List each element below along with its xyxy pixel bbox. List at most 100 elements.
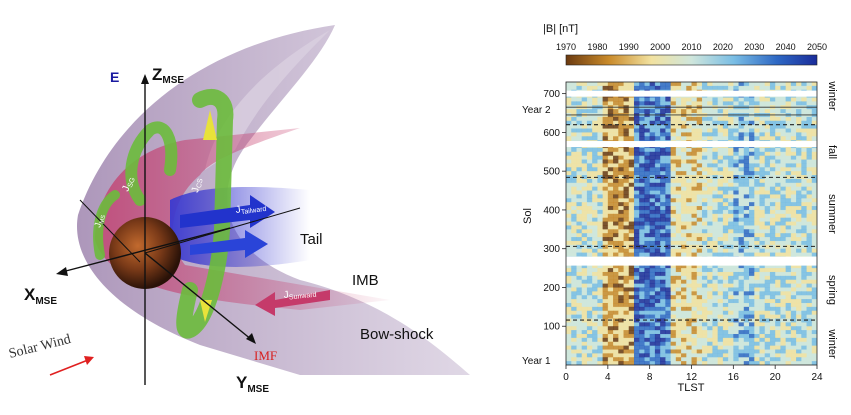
heatmap-cell [628, 248, 635, 253]
heatmap-cell [649, 206, 656, 211]
heatmap-cell [712, 128, 719, 133]
heatmap-cell [654, 349, 661, 354]
heatmap-cell [581, 221, 588, 226]
heatmap-cell [696, 217, 703, 222]
heatmap-cell [801, 217, 807, 222]
heatmap-cell [691, 101, 698, 106]
heatmap-cell [775, 229, 781, 234]
heatmap-cell [675, 198, 682, 203]
heatmap-cell [801, 82, 807, 87]
heatmap-cell [754, 101, 760, 106]
heatmap-cell [633, 264, 640, 269]
heatmap-cell [586, 213, 593, 219]
heatmap-cell [691, 147, 698, 153]
heatmap-cell [712, 132, 719, 137]
heatmap-cell [566, 268, 572, 273]
heatmap-cell [602, 97, 609, 102]
heatmap-cell [618, 345, 624, 350]
heatmap-cell [691, 128, 698, 133]
heatmap-cell [681, 244, 687, 250]
heatmap-cell [644, 124, 651, 129]
heatmap-cell [623, 155, 630, 160]
heatmap-cell [623, 97, 630, 102]
heatmap-cell [592, 85, 598, 91]
heatmap-cell [696, 322, 703, 327]
heatmap-cell [717, 322, 724, 327]
heatmap-cell [623, 209, 630, 215]
heatmap-cell [811, 233, 817, 238]
heatmap-cell [743, 202, 750, 207]
heatmap-cell [785, 82, 792, 87]
heatmap-cell [754, 178, 760, 184]
tailward-arrow [180, 195, 275, 228]
heatmap-cell [717, 120, 724, 126]
year-2-label: Year 2 [522, 105, 551, 116]
heatmap-cell [628, 151, 635, 157]
heatmap-cell [759, 333, 766, 339]
heatmap-cell [780, 233, 787, 238]
heatmap-cell [633, 167, 640, 172]
heatmap-cell [775, 244, 781, 250]
heatmap-cell [576, 178, 583, 184]
heatmap-cell [566, 217, 572, 222]
heatmap-cell [790, 291, 797, 296]
heatmap-cell [581, 248, 588, 253]
heatmap-cell [566, 341, 572, 347]
heatmap-cell [785, 306, 792, 312]
heatmap-cell [602, 310, 609, 316]
heatmap-cell [654, 291, 661, 296]
heatmap-cell [722, 240, 729, 246]
heatmap-cell [571, 353, 577, 358]
heatmap-cell [670, 306, 677, 312]
heatmap-cell [722, 349, 729, 354]
heatmap-cell [728, 345, 734, 350]
heatmap-cell [686, 171, 692, 176]
heatmap-cell [644, 221, 651, 226]
heatmap-cell [701, 194, 708, 199]
heatmap-cell [790, 186, 797, 191]
heatmap-cell [738, 225, 745, 230]
heatmap-cell [654, 271, 661, 277]
heatmap-cell [775, 322, 781, 327]
heatmap-cell [628, 225, 635, 230]
heatmap-cell [722, 217, 729, 222]
heatmap-cell [769, 186, 776, 191]
heatmap-cell [639, 116, 645, 122]
heatmap-cell [665, 268, 671, 273]
heatmap-cell [576, 264, 583, 269]
heatmap-cell [670, 240, 677, 246]
heatmap-cell [754, 302, 760, 308]
heatmap-cell [733, 310, 739, 316]
colorbar-tick-label: 2050 [807, 42, 827, 52]
heatmap-cell [628, 330, 635, 335]
heatmap-cell [566, 194, 572, 199]
heatmap-cell [623, 132, 630, 137]
heatmap-cell [733, 349, 739, 354]
heatmap-cell [691, 225, 698, 230]
heatmap-cell [670, 225, 677, 230]
heatmap-cell [597, 233, 604, 238]
heatmap-cell [707, 229, 713, 234]
heatmap-cell [712, 295, 719, 300]
heatmap-cell [764, 244, 771, 250]
heatmap-cell [681, 330, 687, 335]
heatmap-cell [618, 124, 624, 129]
heatmap-cell [691, 229, 698, 234]
heatmap-cell [644, 163, 651, 168]
heatmap-cell [691, 268, 698, 273]
heatmap-cell [754, 330, 760, 335]
heatmap-cell [623, 318, 630, 323]
heatmap-cell [602, 357, 609, 362]
heatmap-cell [571, 341, 577, 347]
heatmap-cell [686, 345, 692, 350]
heatmap-cell [571, 287, 577, 292]
heatmap-cell [633, 124, 640, 129]
heatmap-cell [581, 357, 588, 362]
heatmap-cell [639, 221, 645, 226]
heatmap-cell [738, 341, 745, 347]
heatmap-cell [790, 194, 797, 199]
heatmap-cell [696, 291, 703, 296]
heatmap-cell [597, 295, 604, 300]
heatmap-cell [654, 85, 661, 91]
heatmap-cell [644, 306, 651, 312]
